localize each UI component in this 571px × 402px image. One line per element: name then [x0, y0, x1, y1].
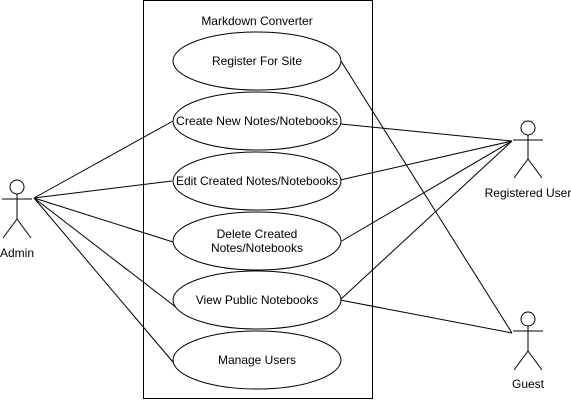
association-admin-manage [33, 197, 179, 369]
use-case-manage-label: Manage Users [218, 353, 296, 367]
actor-guest: Guest [512, 311, 545, 391]
use-case-edit-label: Edit Created Notes/Notebooks [176, 174, 338, 188]
actor-guest-label: Guest [512, 377, 545, 391]
use-case-create: Create New Notes/Notebooks [172, 91, 342, 151]
use-case-view-label: View Public Notebooks [196, 293, 319, 307]
use-case-delete-label-line2: Notes/Notebooks [211, 241, 303, 255]
association-registered-edit [339, 140, 513, 181]
association-admin-delete [33, 197, 174, 243]
actor-admin: Admin [0, 179, 34, 260]
use-case-edit: Edit Created Notes/Notebooks [172, 151, 342, 211]
association-registered-view [339, 140, 513, 301]
stick-figure-icon [513, 120, 543, 179]
actor-admin-label: Admin [0, 246, 34, 260]
association-admin-view [33, 197, 178, 309]
use-case-create-label: Create New Notes/Notebooks [176, 114, 338, 128]
association-admin-edit [33, 180, 173, 199]
association-guest-register [340, 60, 513, 334]
use-case-register: Register For Site [172, 31, 342, 91]
associations [33, 60, 513, 369]
actor-registered-user: Registered User [485, 120, 571, 200]
association-guest-view [339, 299, 513, 334]
use-case-manage: Manage Users [172, 330, 342, 390]
stick-figure-icon [2, 179, 32, 239]
stick-figure-icon [513, 311, 543, 371]
use-case-view: View Public Notebooks [172, 270, 342, 330]
association-registered-delete [339, 140, 513, 243]
association-admin-create [33, 120, 174, 199]
use-case-delete: Delete Created Notes/Notebooks [172, 211, 342, 271]
actor-registered-user-label: Registered User [485, 186, 571, 200]
system-title: Markdown Converter [201, 14, 312, 28]
use-case-register-label: Register For Site [212, 54, 302, 68]
use-case-delete-label-line1: Delete Created [217, 227, 298, 241]
association-registered-create [340, 123, 513, 142]
